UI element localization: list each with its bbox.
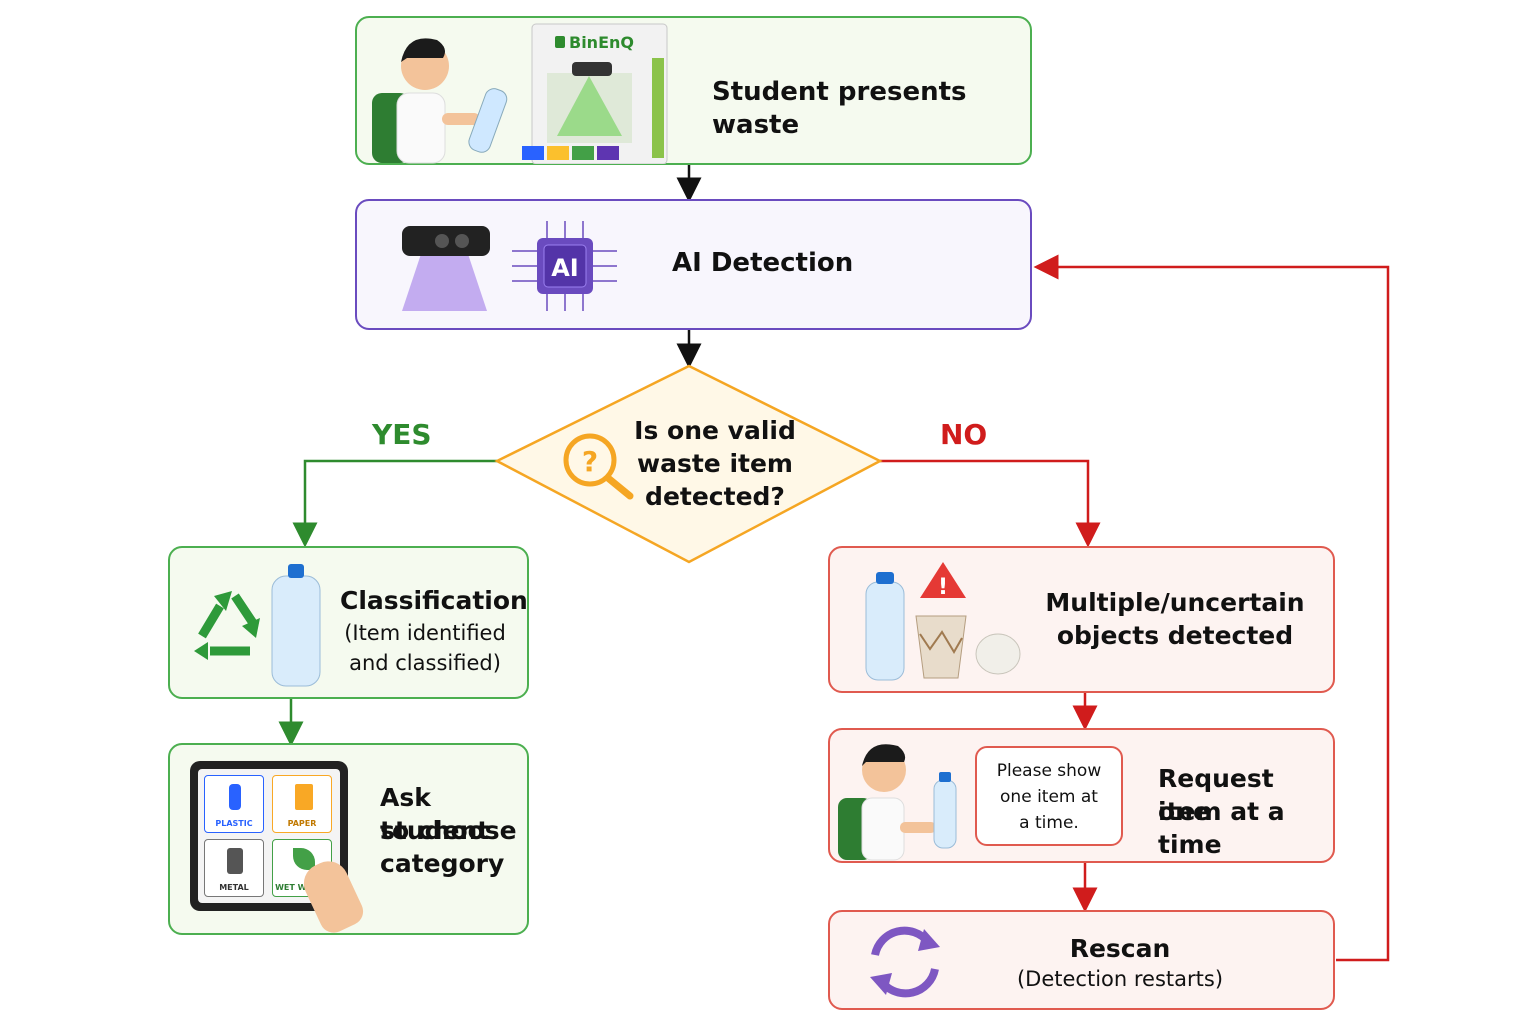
classification-title: Classification [340,586,528,615]
step-label: AI Detection [672,248,854,278]
refresh-cycle-icon [870,926,940,998]
brand-name: BinEnQ [569,33,634,52]
plastic-bottle-icon [229,784,241,810]
tile-metal[interactable]: METAL [204,839,264,897]
speech-line-2: one item at [1000,787,1098,807]
warning-icon [920,562,966,598]
classification-line-2: and classified) [349,651,501,675]
request-line-2: item at a time [1158,797,1285,859]
classification-line-1: (Item identified [344,621,506,645]
warning-with-items-icon: ! [865,562,1021,681]
decision-line-3: detected? [645,482,785,511]
speech-line-3: a time. [1019,813,1079,833]
speech-line-1: Please show [996,761,1102,781]
decision-line-2: waste item [637,449,793,478]
camera-and-ai-chip-icon: AI [402,221,617,311]
step-request-one-item: Please show one item at a time. Request … [828,728,1335,863]
leaf-icon [293,848,315,870]
choose-line-2: to choose [380,816,517,845]
rescan-title: Rescan [1069,934,1171,963]
request-line-1: Request one [1158,764,1274,826]
brand-logo-icon [555,36,565,48]
speech-bubble: Please show one item at a time. [975,746,1123,846]
tile-plastic[interactable]: PLASTIC [204,775,264,833]
step-ai-detection: AI AI Detection [355,199,1032,330]
arrow-no-branch [880,459,1101,548]
arrow-yes-branch [292,459,497,548]
student-with-bottle-at-bin-icon: BinEnQ [372,23,668,164]
step-choose-category: PLASTIC PAPER METAL WET WASTE Ask studen… [168,743,529,938]
multiple-line-1: Multiple/uncertain [1045,588,1305,617]
yes-branch-label: YES [372,418,432,451]
no-branch-label: NO [940,418,988,451]
choose-line-3: category [380,849,505,878]
multiple-line-2: objects detected [1056,621,1294,650]
recycle-and-bottle-icon [194,564,321,687]
step-classification: Classification (Item identified and clas… [168,546,529,699]
decision-line-1: Is one valid [634,416,796,445]
step-multiple-objects: ! Multiple/uncertain objects detected [828,546,1335,693]
step-rescan: Rescan (Detection restarts) [828,910,1335,1010]
student-icon [838,744,957,861]
rescan-sub: (Detection restarts) [1016,967,1224,991]
tile-paper[interactable]: PAPER [272,775,332,833]
step-label: Student presents waste [712,77,967,140]
arrow-rescan-loop [1033,254,1390,962]
metal-can-icon [227,848,243,874]
svg-text:?: ? [582,445,598,478]
ai-chip-text: AI [551,254,579,282]
choose-line-1: Ask student [380,783,490,845]
svg-text:!: ! [938,575,948,600]
tablet-with-hand-icon: PLASTIC PAPER METAL WET WASTE [190,761,368,938]
question-magnifier-icon: ? [563,433,634,500]
step-student-presents-waste: BinEnQ Student presents waste [355,16,1032,165]
paper-document-icon [295,784,313,810]
